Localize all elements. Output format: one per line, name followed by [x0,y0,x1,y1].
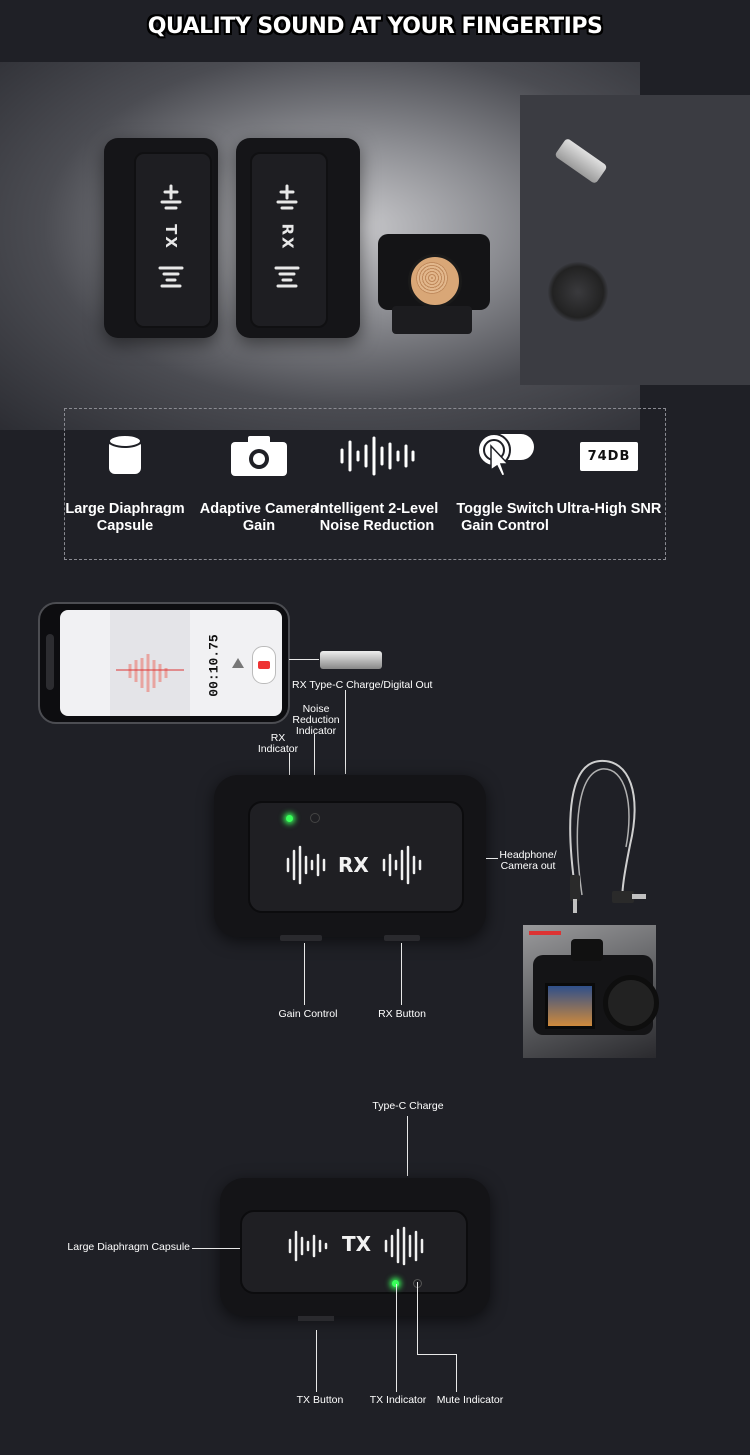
tx-device-label: TX [342,1232,372,1256]
feature-label: Large Diaphragm Capsule [65,501,185,534]
record-pause-button[interactable] [252,646,276,684]
tx-button[interactable] [298,1316,334,1321]
waveform-icon [340,436,415,476]
feature-label: Toggle Switch Gain Control [456,501,554,534]
hero-rx-waveform-icon [274,184,300,288]
cylinder-icon [108,434,142,474]
tx-indicator-led [392,1280,399,1287]
hero-tx-waveform-icon [158,184,184,288]
hero-mic-clip [378,234,490,338]
callout-tx-indicator: TX Indicator [369,1394,427,1406]
accessories-panel [520,95,750,385]
feature-label: Intelligent 2-Level Noise Reduction [315,501,439,534]
noise-reduction-led [310,813,320,823]
snr-badge-icon: 74DB [579,441,639,471]
feature-capsule: Large Diaphragm Capsule [65,431,185,535]
hero-tx-label: TX [161,224,180,250]
play-icon[interactable] [232,658,244,668]
feature-camera-gain: Adaptive Camera Gain [199,431,319,535]
callout-tx-type-c: Type-C Charge [372,1100,444,1112]
recording-timer: 00:10.75 [206,634,222,697]
callout-mute-indicator: Mute Indicator [436,1394,504,1406]
touch-switch-icon [477,433,534,477]
feature-snr: 74DB Ultra-High SNR [549,431,669,518]
hero-rx-label: RX [278,223,297,251]
hero-tx-device: TX [104,138,218,338]
rx-indicator-led [286,815,293,822]
feature-label: Ultra-High SNR [556,501,662,517]
callout-headphone: Headphone/ Camera out [499,849,557,872]
callout-gain-control: Gain Control [278,1008,338,1020]
fur-windscreen-icon [548,262,608,322]
callout-noise-reduction: Noise Reduction Indicator [292,703,340,737]
camera-image [523,925,659,1058]
callout-large-diaphragm: Large Diaphragm Capsule [67,1241,190,1253]
feature-noise-reduction: Intelligent 2-Level Noise Reduction [315,431,439,535]
callout-tx-button: TX Button [296,1394,344,1406]
camera-icon [231,436,287,476]
hero-rx-device: RX [236,138,360,338]
callout-rx-button: RX Button [378,1008,426,1020]
rx-receiver: RX [214,775,486,941]
rx-button[interactable] [384,935,420,941]
feature-toggle-switch: Toggle Switch Gain Control [445,431,565,535]
usb-c-cable-icon [320,651,382,669]
tx-waveform-icon [288,1226,424,1266]
features-box: Large Diaphragm Capsule Adaptive Camera … [64,408,666,560]
recording-waveform [116,654,184,692]
audio-cable-icon [569,759,646,913]
page-title: QUALITY SOUND AT YOUR FINGERTIPS [147,14,603,39]
rx-device-label: RX [338,853,369,877]
tx-transmitter: TX [220,1178,490,1321]
feature-label: Adaptive Camera Gain [199,501,319,534]
rx-waveform-icon [286,845,422,885]
callout-rx-indicator: RX Indicator [257,732,299,755]
gain-control-switch[interactable] [280,935,322,941]
callout-rx-type-c: RX Type-C Charge/Digital Out [292,679,433,691]
phone-screen: 00:10.75 [60,610,282,716]
smartphone: 00:10.75 [38,602,290,724]
